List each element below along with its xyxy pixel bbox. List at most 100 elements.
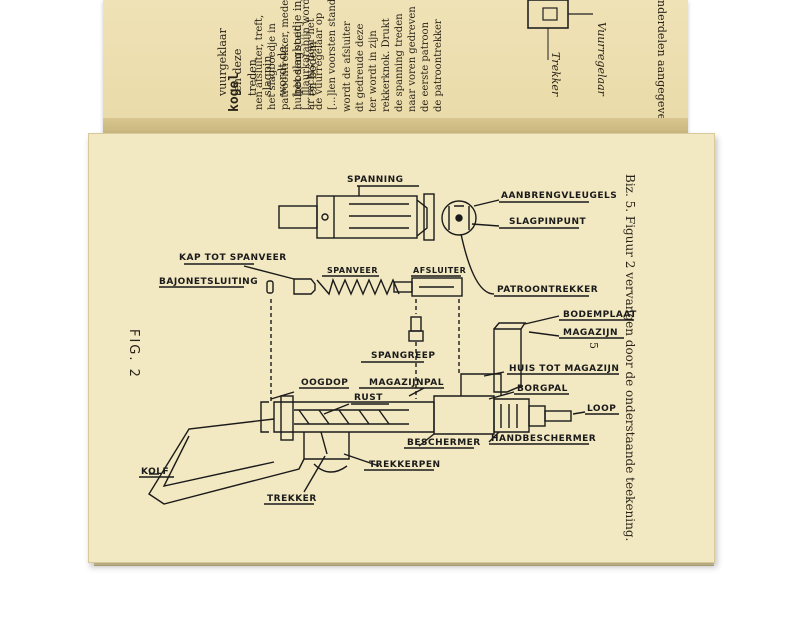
bolt-hole [321,213,329,221]
leader-handbeschermer [488,431,500,443]
bolt-cap [278,205,318,229]
barrel-sleeve [528,405,546,427]
sketch-box [527,0,569,29]
leader-aanbrengvleugels [473,199,500,207]
leader-kap [243,265,295,280]
sketch-inner-box [542,7,558,21]
receiver [273,401,435,433]
bolt-small-body [411,277,463,297]
cocking-handle-mid [408,330,424,342]
text-line: hulpbodem stuit [293,27,304,110]
label-bodemplaat: BODEMPLAAT [563,310,637,320]
label-beschermer: BESCHERMER [407,438,481,448]
label-oogdop: OOGDOP [301,378,348,388]
leader-oogdop [270,391,295,400]
text-line: dt gedreude deze [355,23,366,112]
firing-pin-point [455,214,463,222]
text-line: ter wordt in zijn [368,30,379,112]
magazine [493,328,522,393]
leader-rust [323,403,350,415]
label-kolf: KOLF [141,467,169,477]
text-line: [...]len voorsten stand, [327,0,338,110]
label-spanning: SPANNING [347,175,404,185]
label-bajonetsluiting: BAJONETSLUITING [159,277,258,287]
label-magazijnpal: MAGAZIJNPAL [369,378,444,388]
label-patroontrekker: PATROONTREKKER [497,285,598,295]
stock-frame [148,418,305,505]
leader-beschermer [418,433,435,447]
label-huis-tot-magazijn: HUIS TOT MAGAZIJN [509,364,619,374]
leader-magazijn [528,331,560,337]
label-magazijn: MAGAZIJN [563,328,618,338]
text-line: ar rechts door het [306,18,317,110]
leader-borgpal [488,391,515,400]
label-kap-tot-spanveer: KAP TOT SPANVEER [179,253,287,263]
leader-trekkerpen [343,453,380,467]
label-afsluiter: AFSLUITER [413,266,466,275]
label-aanbrengvleugels: AANBRENGVLEUGELS [501,191,617,201]
sketch-label-trekker: Trekker [549,52,562,97]
label-rust: RUST [354,393,383,403]
upper-text-middle-2: wordt de afsluiter dt gedreude deze ter … [341,6,445,112]
label-borgpal: BORGPAL [517,384,568,394]
bajonet-ring [266,280,274,294]
kogel-handwritten-note: kogel [227,72,242,112]
label-trekkerpen: TREKKERPEN [369,460,441,470]
receiver-detail [298,409,390,425]
face-details [448,205,470,230]
text-line: de patroontrekker [433,19,444,112]
text-line: naar voren gedreven [407,6,418,112]
text-line: rekkerknok. Drukt [381,18,392,112]
leader-slagpinpunt [471,223,500,227]
trigger [320,431,328,455]
bolt-body [316,195,418,239]
text-line: patroontrekker, mede [280,0,291,110]
receiver-slot [294,409,409,425]
rear-sight [260,401,269,433]
gun-body [148,373,619,505]
label-loop: LOOP [587,404,616,414]
trigger-housing [303,432,350,460]
bolt-face-section [423,193,477,241]
face-circle [441,200,477,236]
sketch-label-vuurregelaar: Vuurregelaar [595,22,608,96]
upper-sketch [527,0,593,60]
barrel [544,410,572,422]
text-line: nen afsluiter, treft, [254,14,265,110]
leader-bodemplaat [524,315,560,325]
magazine-top [493,322,527,330]
label-trekker: TREKKER [267,494,317,504]
text-line: de eerste patroon [420,21,431,112]
stock-inner [162,435,275,487]
sten-gun-diagram: SPANNING AANBRENGVLEUGELS SLAGPINPUNT KA… [139,175,637,505]
bolt-assembly-drawing [278,195,428,239]
upper-text-right: nderdelen aangegeven. [655,0,668,131]
leader-trekker [303,455,326,493]
label-handbeschermer: HANDBESCHERMER [491,434,596,444]
leader-loop [572,411,586,415]
end-cap [280,395,294,441]
label-spangreep: SPANGREEP [371,351,435,361]
label-spanveer: SPANVEER [327,266,378,275]
trigger-guard [313,463,348,473]
bolt-grooves [349,203,411,229]
magazine-housing [433,395,495,435]
face-bracket [423,193,435,241]
handguard-holes [500,404,518,428]
text-line: de spanning treden [394,13,405,112]
spring-cap [293,278,316,295]
handguard [493,398,530,433]
main-page: Biz. 5. Figuur 2 vervangen door de onder… [88,133,715,563]
label-slagpinpunt: SLAGPINPUNT [509,217,586,227]
upper-text-middle-3: nen afsluiter, treft, het slagboedje in … [253,0,318,110]
leader-magazijnpal [408,387,425,397]
text-line: wordt de afsluiter [342,21,353,112]
text-line: het slagboedje in [267,23,278,110]
cocking-handle-top [410,316,422,332]
bolt-tip [416,199,428,237]
leader-huis [483,371,505,377]
magazine-well [460,373,502,396]
spring [316,277,400,296]
leader-patroontrekker [460,233,495,295]
